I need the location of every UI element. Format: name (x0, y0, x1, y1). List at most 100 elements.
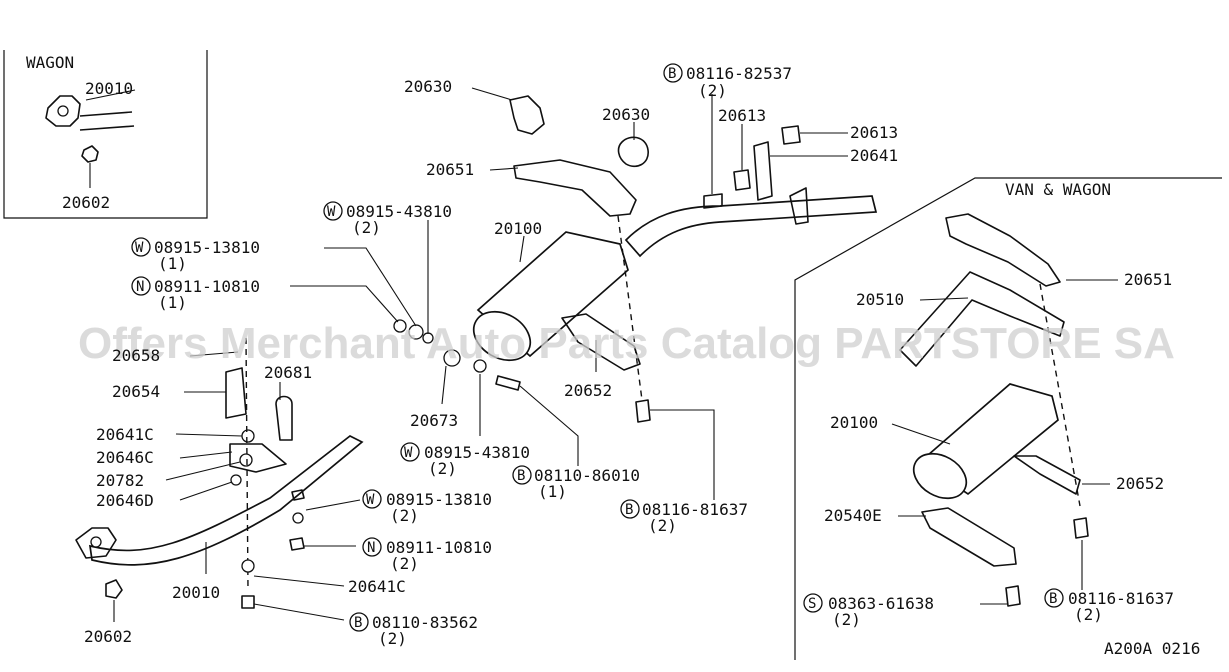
inset-flange-hole (57, 105, 69, 117)
dash-line-front (245, 337, 249, 591)
bolt-08110-83562 (241, 595, 255, 609)
bolt-08116-81637-a (635, 399, 651, 423)
lead-08915-13810-a (324, 247, 417, 327)
label-20602[interactable]: 20602 (84, 627, 132, 646)
lead-08110-86010 (519, 385, 579, 466)
qty-08915-43810-a: (2) (352, 218, 381, 237)
part-r20510 (899, 271, 1065, 367)
label-08110-83562[interactable]: 08110-83562 (372, 613, 478, 632)
r-dash-line (1039, 283, 1081, 507)
lead-20641C-b (253, 575, 345, 587)
leader-lines (113, 87, 1118, 622)
lead-20646D (179, 481, 233, 501)
lead-20641C-a (175, 433, 243, 437)
part-20613-b (781, 125, 801, 145)
diagram-code: A200A 0216 (1104, 639, 1200, 658)
label-20654[interactable]: 20654 (112, 382, 160, 401)
label-20010-inset[interactable]: 20010 (85, 79, 133, 98)
label-20658[interactable]: 20658 (112, 346, 160, 365)
part-20681 (275, 395, 293, 441)
lead-r20510 (919, 297, 969, 301)
lead-20658 (189, 351, 239, 357)
label-08915-13810-a[interactable]: 08915-13810 (154, 238, 260, 257)
bolt-symbol-b (1044, 588, 1064, 608)
muffler-end (472, 310, 532, 362)
label-20630-a[interactable]: 20630 (404, 77, 452, 96)
part-20602 (105, 579, 123, 599)
part-r20651 (945, 213, 1061, 287)
label-20613-b[interactable]: 20613 (850, 123, 898, 142)
label-08110-86010[interactable]: 08110-86010 (534, 466, 640, 485)
label-20630-b[interactable]: 20630 (602, 105, 650, 124)
label-08915-43810-a[interactable]: 08915-43810 (346, 202, 452, 221)
prefix-s: S (808, 596, 816, 612)
label-20673[interactable]: 20673 (410, 411, 458, 430)
nut-symbol-n (131, 276, 151, 296)
prefix-w: W (404, 445, 413, 461)
prefix-b: B (668, 66, 676, 82)
lead-20782 (165, 461, 241, 481)
washer-symbol-w (131, 237, 151, 257)
label-20641C-b[interactable]: 20641C (348, 577, 406, 596)
main-assembly (75, 95, 878, 609)
lead-20651 (489, 167, 519, 171)
label-08915-43810-b[interactable]: 08915-43810 (424, 443, 530, 462)
label-08915-13810-b[interactable]: 08915-13810 (386, 490, 492, 509)
qty-08911-10810-a: (1) (158, 293, 187, 312)
label-r20540E[interactable]: 20540E (824, 506, 882, 525)
label-20782[interactable]: 20782 (96, 471, 144, 490)
label-r20510[interactable]: 20510 (856, 290, 904, 309)
van-wagon-section: VAN & WAGON (794, 177, 1222, 660)
label-20646D[interactable]: 20646D (96, 491, 154, 510)
part-20646C (229, 443, 287, 473)
label-20641[interactable]: 20641 (850, 146, 898, 165)
r-muffler-end (912, 452, 968, 500)
washer-symbol-w (362, 489, 382, 509)
label-r20100[interactable]: 20100 (830, 413, 878, 432)
label-08911-10810-b[interactable]: 08911-10810 (386, 538, 492, 557)
screw-symbol-s (803, 593, 823, 613)
label-08116-81637-b[interactable]: 08116-81637 (1068, 589, 1174, 608)
lead-08116-81637-a (650, 409, 715, 500)
part-20641C-a (241, 429, 255, 443)
label-r20651[interactable]: 20651 (1124, 270, 1172, 289)
lead-20646C (179, 451, 233, 459)
prefix-b: B (625, 502, 633, 518)
label-20100[interactable]: 20100 (494, 219, 542, 238)
part-r20652 (1013, 455, 1081, 495)
prefix-w: W (327, 204, 336, 220)
bolt-symbol-b (663, 63, 683, 83)
inset-nut (81, 145, 99, 163)
label-20681[interactable]: 20681 (264, 363, 312, 382)
part-20673 (443, 349, 461, 367)
label-20641C-a[interactable]: 20641C (96, 425, 154, 444)
lead-20010-inset (85, 89, 136, 101)
wagon-inset: WAGON 20010 20602 (3, 50, 208, 219)
label-20613-a[interactable]: 20613 (718, 106, 766, 125)
label-20602-inset[interactable]: 20602 (62, 193, 110, 212)
washer-08915-43810-b (473, 359, 487, 373)
part-20646D (230, 474, 242, 486)
van-wagon-frame (794, 177, 1222, 660)
prefix-b: B (517, 468, 525, 484)
qty-08116-81637-a: (2) (648, 516, 677, 535)
label-20010[interactable]: 20010 (172, 583, 220, 602)
label-08116-82537[interactable]: 08116-82537 (686, 64, 792, 83)
lead-20630-a (471, 87, 513, 101)
label-08911-10810-a[interactable]: 08911-10810 (154, 277, 260, 296)
label-08116-81637-a[interactable]: 08116-81637 (642, 500, 748, 519)
prefix-n: N (367, 540, 375, 556)
label-20652[interactable]: 20652 (564, 381, 612, 400)
label-20651[interactable]: 20651 (426, 160, 474, 179)
qty-08110-83562: (2) (378, 629, 407, 648)
label-r20652[interactable]: 20652 (1116, 474, 1164, 493)
front-flange-hole (90, 536, 102, 548)
qty-08915-43810-b: (2) (428, 459, 457, 478)
inset-pipe (79, 111, 135, 131)
label-08363-61638[interactable]: 08363-61638 (828, 594, 934, 613)
part-20652 (561, 313, 641, 371)
qty-08915-13810-a: (1) (158, 254, 187, 273)
label-20646C[interactable]: 20646C (96, 448, 154, 467)
van-wagon-assembly (899, 213, 1089, 607)
